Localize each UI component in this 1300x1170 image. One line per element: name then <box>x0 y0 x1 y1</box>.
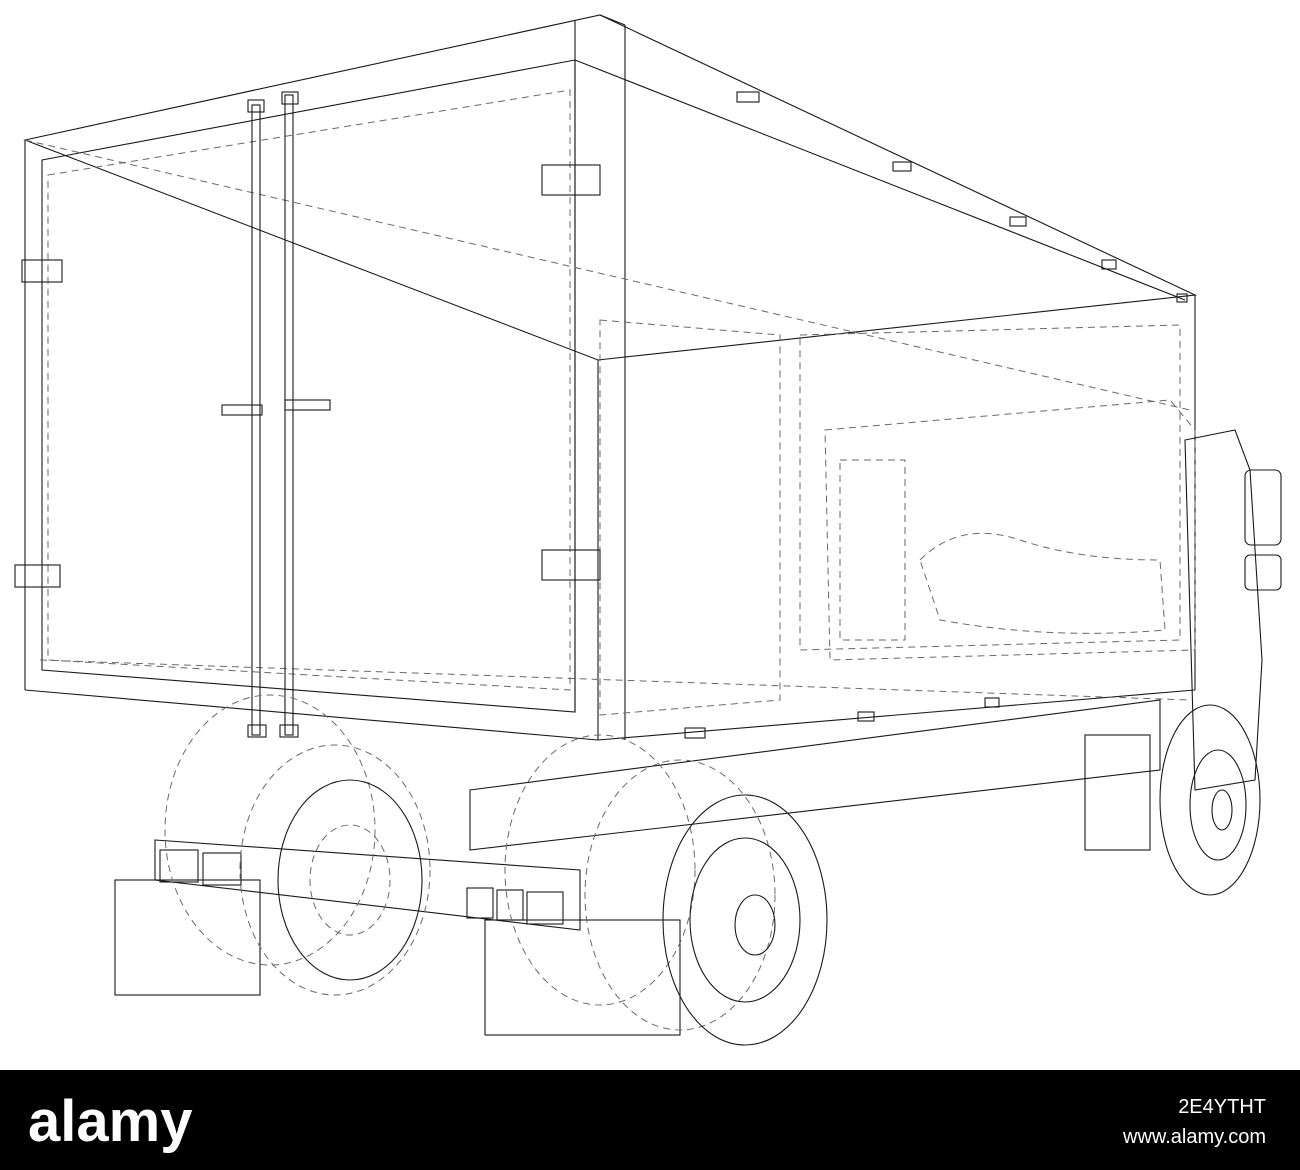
truck-wireframe-illustration <box>14 14 1282 1046</box>
front-wheel <box>1159 704 1261 896</box>
site-url-label[interactable]: www.alamy.com <box>1123 1126 1266 1148</box>
stock-footer-bar: alamy 2E4YTHT www.alamy.com <box>0 1070 1300 1170</box>
door-lock-bars <box>221 91 331 738</box>
chassis <box>154 699 1161 931</box>
side-marker-lights <box>684 91 1188 739</box>
rear-wheels <box>164 694 828 1046</box>
door-hinges <box>14 164 601 588</box>
truck-cab <box>824 399 1282 791</box>
image-id-label: 2E4YTHT <box>1178 1096 1266 1118</box>
stock-logo[interactable]: alamy <box>28 1089 193 1154</box>
mud-flaps <box>114 879 681 1036</box>
cargo-box <box>23 14 1198 741</box>
